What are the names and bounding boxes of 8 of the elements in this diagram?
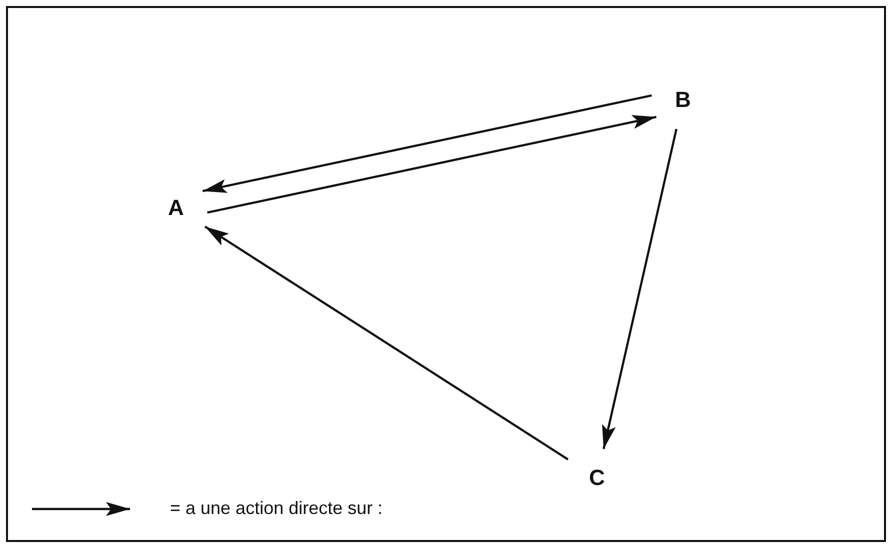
node-label: B xyxy=(675,87,691,113)
arrow xyxy=(204,226,569,460)
node-label: A xyxy=(168,195,184,221)
arrow xyxy=(207,115,657,214)
legend-text: = a une action directe sur : xyxy=(170,498,383,519)
arrow xyxy=(202,94,652,193)
node-label: C xyxy=(589,465,605,491)
arrow xyxy=(602,128,678,450)
